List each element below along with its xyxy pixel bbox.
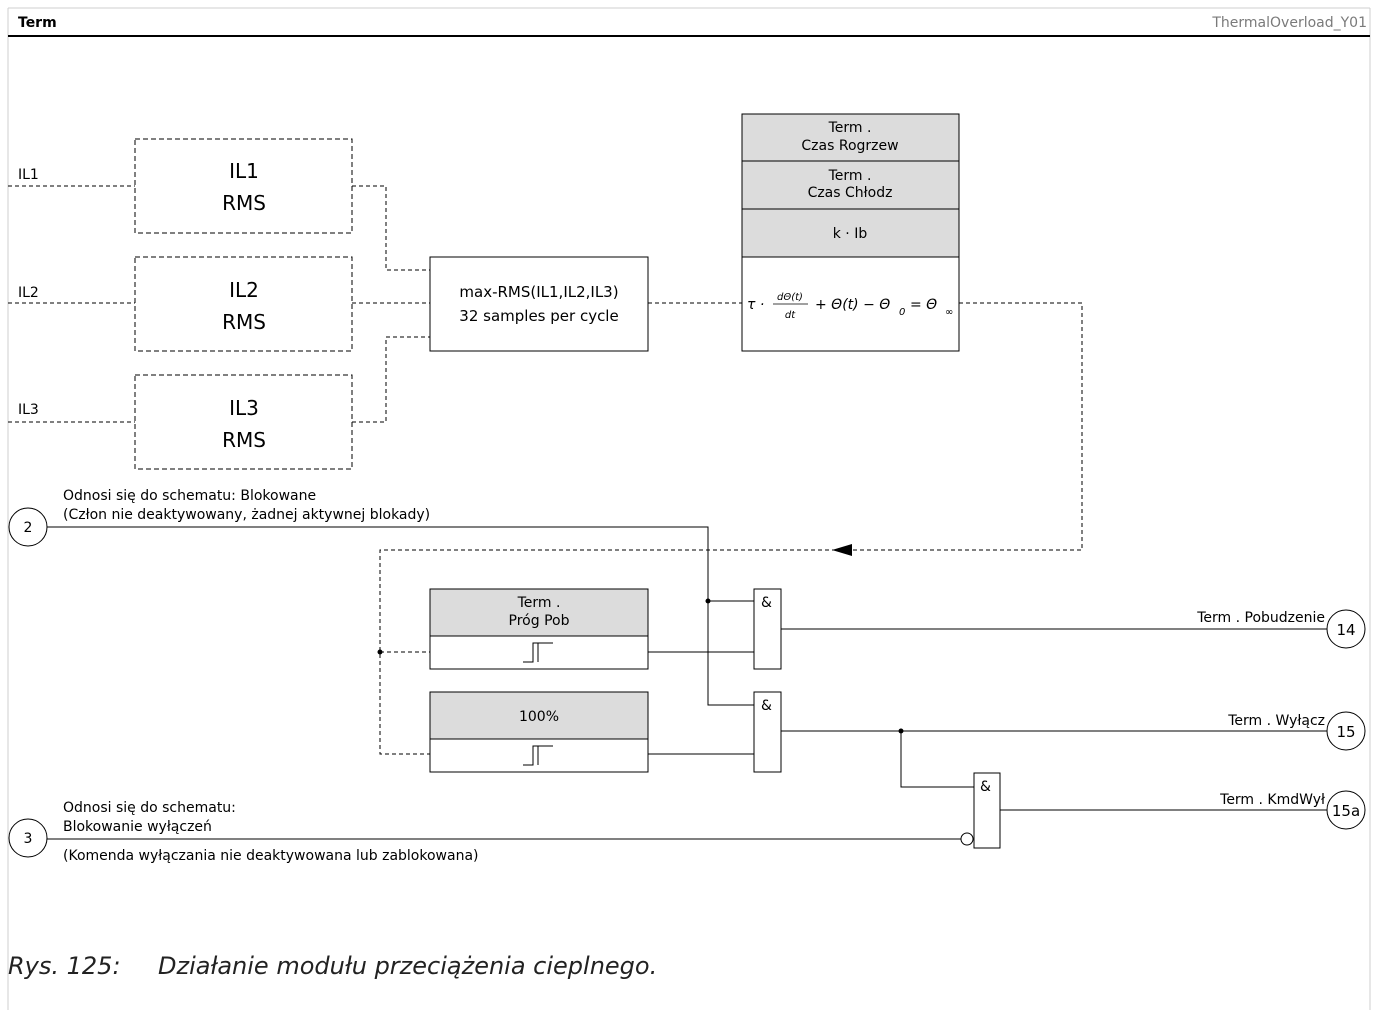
rms-il3-line1: IL3 — [229, 396, 259, 420]
heat-time-line1: Term . — [828, 120, 872, 136]
svg-text:dt: dt — [785, 310, 796, 321]
output-label-trip: Term . Wyłącz — [1227, 713, 1325, 729]
output-number-14: 14 — [1336, 621, 1355, 639]
rms-block-il2 — [134, 256, 353, 352]
output-number-15: 15 — [1336, 723, 1355, 741]
output-lines — [781, 628, 1327, 811]
and-gate-trip — [753, 691, 782, 773]
and-gate-pickup-symbol: & — [761, 595, 772, 611]
thermal-formula: τ · dΘ(t) dt + Θ(t) − Θ 0 = Θ ∞ — [747, 292, 953, 321]
output-marker-15 — [1326, 711, 1366, 751]
reference-3-text1: Odnosi się do schematu: — [63, 800, 236, 816]
trip-threshold-label: 100% — [519, 709, 559, 725]
hysteresis-icon — [523, 745, 553, 766]
reference-2-text2: (Człon nie deaktywowany, żadnej aktywnej… — [63, 507, 430, 523]
junction-dot-blocked — [705, 598, 711, 604]
rms-block-il3 — [134, 374, 353, 470]
param-cool-time — [741, 160, 960, 210]
reference-2-text1: Odnosi się do schematu: Blokowane — [63, 488, 316, 504]
reference-2-number: 2 — [24, 520, 33, 536]
reference-3-text2: Blokowanie wyłączeń — [63, 819, 212, 835]
max-rms-line1: max-RMS(IL1,IL2,IL3) — [459, 283, 618, 301]
pickup-line1: Term . — [517, 595, 561, 611]
and-gate-trip-symbol: & — [761, 698, 772, 714]
junction-dot-feedback — [377, 649, 383, 655]
svg-text:∞: ∞ — [945, 307, 953, 318]
junction-dot-trip — [898, 728, 904, 734]
header-doc-id: ThermalOverload_Y01 — [1211, 15, 1367, 31]
inverter-bubble — [960, 832, 974, 846]
threshold-trip-param — [429, 691, 649, 740]
output-marker-14 — [1326, 609, 1366, 649]
rms-to-max-lines — [352, 185, 430, 423]
rms-il2-line2: RMS — [222, 310, 266, 334]
reference-3-number: 3 — [24, 831, 33, 847]
and-gate-trip-cmd-symbol: & — [980, 779, 991, 795]
output-label-trip-cmd: Term . KmdWył — [1219, 792, 1325, 808]
input-label-il2: IL2 — [18, 285, 39, 301]
threshold-trip-comparator — [429, 738, 649, 773]
figure-caption: Rys. 125: Działanie modułu przeciążenia c… — [8, 952, 657, 980]
rms-il1-line2: RMS — [222, 191, 266, 215]
caption-text: Działanie modułu przeciążenia cieplnego. — [158, 952, 658, 980]
svg-text:0: 0 — [899, 307, 905, 318]
rms-il2-line1: IL2 — [229, 278, 259, 302]
svg-text:+ Θ(t) − Θ: + Θ(t) − Θ — [815, 297, 890, 313]
svg-text:= Θ: = Θ — [910, 297, 937, 313]
feedback-arrow — [832, 544, 852, 556]
rms-block-il1 — [134, 138, 353, 234]
rms-il1-line1: IL1 — [229, 159, 259, 183]
pickup-line2: Próg Pob — [509, 613, 570, 629]
caption-number: Rys. 125: — [8, 952, 121, 980]
rms-il3-line2: RMS — [222, 428, 266, 452]
param-k-ib — [741, 208, 960, 258]
blocked-signal-line — [47, 526, 754, 706]
header-title: Term — [18, 15, 57, 31]
model-feedback-line — [379, 302, 1083, 755]
k-ib-label: k · Ib — [833, 226, 868, 242]
output-marker-15a — [1326, 790, 1366, 830]
output-label-pickup: Term . Pobudzenie — [1196, 610, 1325, 626]
heat-time-line2: Czas Rogrzew — [801, 138, 898, 154]
hysteresis-icon — [523, 642, 553, 663]
cool-time-line1: Term . — [828, 168, 872, 184]
and-gate-pickup — [753, 588, 782, 670]
comparator-to-gate-lines — [648, 651, 754, 755]
reference-marker-3 — [8, 818, 48, 858]
svg-text:dΘ(t): dΘ(t) — [777, 292, 803, 303]
and-gate-trip-cmd — [973, 772, 1001, 849]
threshold-pickup-comparator — [429, 635, 649, 670]
max-rms-line2: 32 samples per cycle — [459, 307, 618, 325]
reference-3-text3: (Komenda wyłączania nie deaktywowana lub… — [63, 848, 478, 864]
input-lines — [8, 185, 135, 423]
input-label-il1: IL1 — [18, 167, 39, 183]
cool-time-line2: Czas Chłodz — [808, 185, 893, 201]
svg-text:τ ·: τ · — [747, 297, 764, 313]
input-label-il3: IL3 — [18, 402, 39, 418]
max-rms-block — [429, 256, 649, 352]
output-number-15a: 15a — [1332, 802, 1360, 820]
